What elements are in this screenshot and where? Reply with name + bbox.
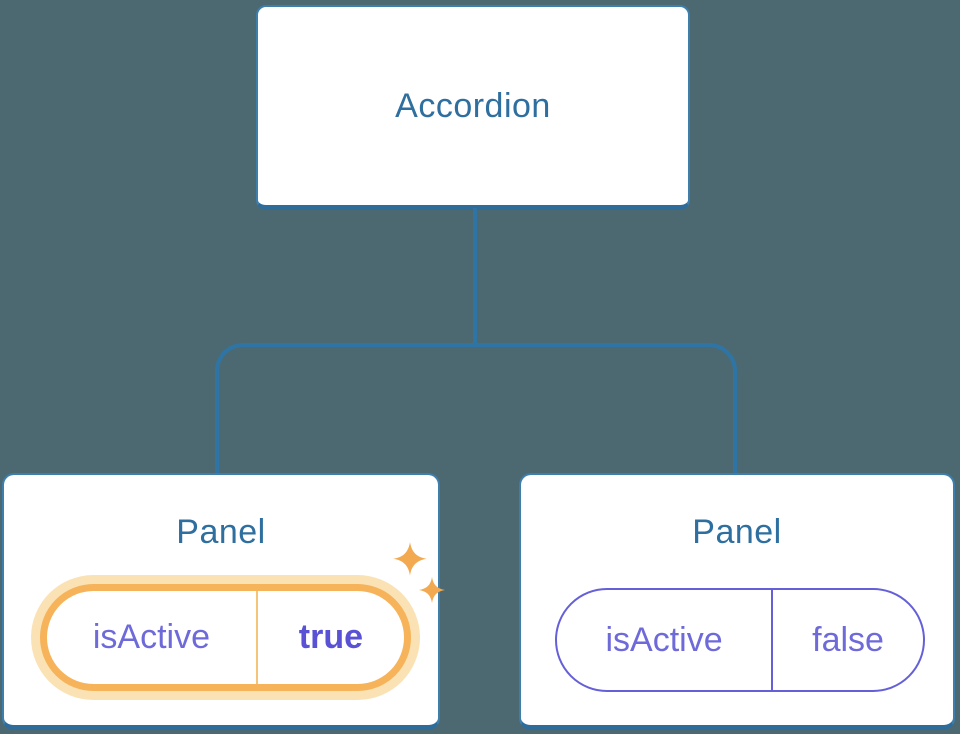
state-key: isActive <box>557 590 774 690</box>
panel-node-active: Panel isActive true <box>2 473 440 730</box>
state-value: false <box>812 620 884 659</box>
state-value: true <box>298 618 364 656</box>
panel-node-inactive: Panel isActive false <box>519 473 955 730</box>
panel-node-label: Panel <box>692 513 782 551</box>
panel-node-label: Panel <box>176 513 266 551</box>
accordion-node: Accordion <box>256 5 690 210</box>
tree-connector-stem <box>473 208 477 345</box>
state-key: isActive <box>47 591 258 684</box>
state-pill-active: isActive true <box>40 584 411 691</box>
state-pill-inactive: isActive false <box>555 588 925 692</box>
accordion-node-label: Accordion <box>395 86 551 125</box>
tree-connector-branches <box>215 343 737 474</box>
